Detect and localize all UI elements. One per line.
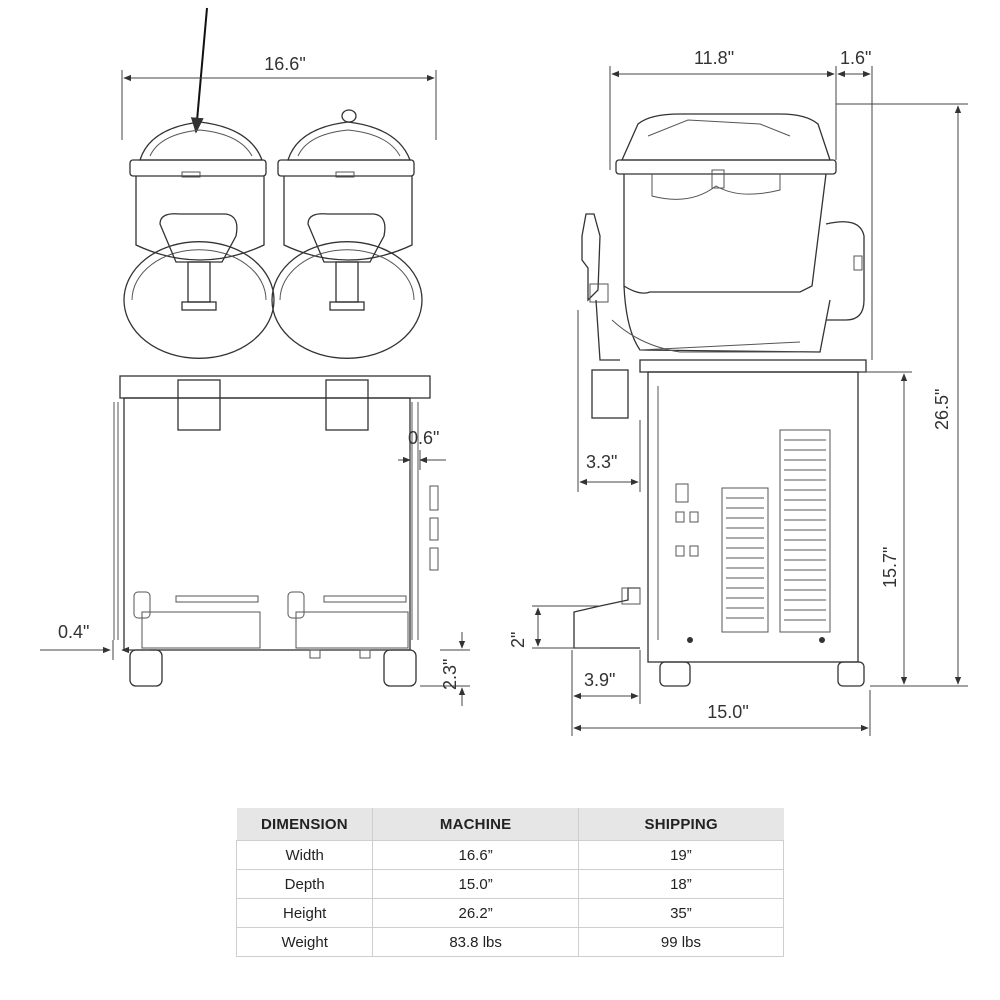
table-cell: 16.6” bbox=[372, 840, 579, 870]
side-drip-tray bbox=[573, 587, 640, 649]
table-row: Width 16.6” 19” bbox=[236, 840, 784, 870]
table-cell: 26.2” bbox=[372, 898, 579, 928]
side-platform bbox=[639, 359, 867, 373]
table-cell: Depth bbox=[236, 869, 373, 899]
table-cell: 83.8 lbs bbox=[372, 927, 579, 957]
front-platform bbox=[119, 375, 431, 399]
side-drip-height-label: 2" bbox=[508, 632, 528, 648]
side-depth-top-label: 11.8" bbox=[694, 48, 734, 68]
side-vents bbox=[687, 429, 831, 643]
right-bowl bbox=[271, 109, 423, 431]
column-header: DIMENSION bbox=[236, 808, 373, 841]
front-side-offset-label: 0.6" bbox=[408, 428, 439, 448]
table-cell: Width bbox=[236, 840, 373, 870]
table-cell: Height bbox=[236, 898, 373, 928]
side-back-offset-label: 1.6" bbox=[840, 48, 871, 68]
side-view: 11.8" 1.6" bbox=[508, 48, 968, 736]
front-cabinet bbox=[123, 397, 411, 651]
table-cell: 19” bbox=[577, 840, 784, 870]
front-right-foot bbox=[383, 649, 417, 687]
table-row: Weight 83.8 lbs 99 lbs bbox=[236, 927, 784, 957]
column-header: SHIPPING bbox=[577, 808, 784, 841]
front-width-label: 16.6" bbox=[264, 54, 305, 74]
table-cell: 35” bbox=[577, 898, 784, 928]
table-cell: 99 lbs bbox=[577, 927, 784, 957]
side-cabinet-height-label: 15.7" bbox=[880, 547, 900, 588]
table-header-row: DIMENSION MACHINE SHIPPING bbox=[236, 808, 784, 841]
table-cell: 15.0” bbox=[372, 869, 579, 899]
side-front-overhang-label: 3.3" bbox=[586, 452, 617, 472]
side-bowl bbox=[623, 173, 827, 294]
left-bowl bbox=[123, 121, 275, 431]
side-lid bbox=[620, 113, 831, 161]
side-tap bbox=[581, 213, 601, 302]
front-foot-height-label: 2.3" bbox=[440, 659, 460, 690]
front-view: 16.6" bbox=[40, 7, 470, 706]
table-row: Depth 15.0” 18” bbox=[236, 869, 784, 899]
pointer-arrow bbox=[190, 7, 208, 134]
side-tray-depth-label: 3.9" bbox=[584, 670, 615, 690]
table-row: Height 26.2” 35” bbox=[236, 898, 784, 928]
dimension-table: DIMENSION MACHINE SHIPPING Width 16.6” 1… bbox=[236, 808, 784, 957]
side-cabinet bbox=[647, 371, 859, 663]
side-total-height-label: 26.5" bbox=[932, 389, 952, 430]
table-cell: Weight bbox=[236, 927, 373, 957]
column-header: MACHINE bbox=[372, 808, 579, 841]
side-total-depth-label: 15.0" bbox=[707, 702, 748, 722]
table-cell: 18” bbox=[577, 869, 784, 899]
machine-technical-drawing: 16.6" bbox=[40, 7, 968, 736]
front-left-offset-label: 0.4" bbox=[58, 622, 89, 642]
front-left-foot bbox=[129, 649, 163, 687]
